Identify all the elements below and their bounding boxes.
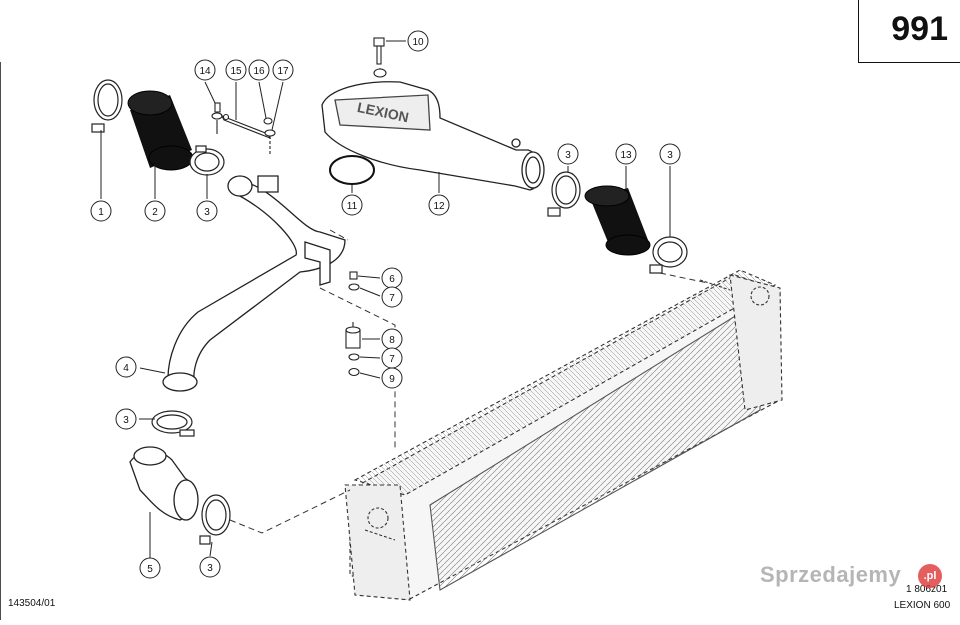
leader-lines	[100, 40, 671, 558]
svg-text:16: 16	[253, 66, 265, 77]
callout-7a: 7	[381, 286, 403, 308]
callout-8: 8	[381, 328, 403, 350]
svg-text:9: 9	[389, 374, 395, 385]
callout-3b: 3	[115, 408, 137, 430]
document-id-right: 1 806z01	[906, 584, 948, 595]
charge-air-pipe-4	[162, 175, 346, 392]
rubber-mount-8	[345, 322, 361, 349]
svg-text:4: 4	[123, 363, 129, 374]
hose-clamp-3b	[151, 410, 195, 437]
callout-4: 4	[115, 356, 137, 378]
callout-17: 17	[272, 59, 294, 81]
svg-text:5: 5	[147, 564, 153, 575]
svg-text:6: 6	[389, 274, 395, 285]
watermark-text: Sprzedajemy	[760, 562, 902, 587]
intake-housing-12: LEXION	[321, 81, 545, 191]
hose-coupling-2	[127, 90, 194, 171]
intercooler	[344, 269, 783, 601]
bolt-washer-14	[211, 102, 223, 134]
hose-clamp-1	[91, 79, 123, 133]
bolt-6	[349, 271, 358, 280]
callout-13: 13	[615, 143, 637, 165]
elbow-hose-5	[129, 446, 199, 521]
washer-16	[263, 117, 273, 125]
callout-6: 6	[381, 267, 403, 289]
svg-text:10: 10	[412, 37, 424, 48]
callout-9: 9	[381, 367, 403, 389]
callout-3d: 3	[557, 143, 579, 165]
svg-text:11: 11	[347, 201, 358, 212]
svg-text:1: 1	[98, 207, 104, 218]
callout-3e: 3	[659, 143, 681, 165]
document-id-left: 143504/01	[8, 598, 56, 609]
svg-text:3: 3	[667, 150, 673, 161]
svg-text:3: 3	[565, 150, 571, 161]
callout-15: 15	[225, 59, 247, 81]
hose-coupling-13	[584, 185, 651, 256]
callout-10: 10	[407, 30, 429, 52]
svg-text:13: 13	[620, 150, 632, 161]
callout-11: 11	[341, 194, 363, 216]
assembly-lines	[229, 58, 709, 534]
svg-text:7: 7	[389, 354, 395, 365]
callout-14: 14	[194, 59, 216, 81]
bolt-10	[373, 37, 387, 78]
svg-text:7: 7	[389, 293, 395, 304]
hose-clamp-3e	[649, 236, 688, 274]
nut-9	[348, 367, 360, 377]
callout-3a: 3	[196, 200, 218, 222]
svg-text:12: 12	[433, 201, 445, 212]
model-name: LEXION 600	[894, 600, 951, 611]
svg-text:17: 17	[277, 66, 289, 77]
hose-clamp-3d	[547, 171, 581, 217]
svg-text:14: 14	[199, 66, 211, 77]
watermark-badge: .pl	[918, 564, 942, 588]
callout-16: 16	[248, 59, 270, 81]
strap-15	[220, 113, 272, 140]
nut-17	[264, 129, 276, 156]
svg-text:8: 8	[389, 335, 395, 346]
svg-text:3: 3	[207, 563, 213, 574]
callout-12: 12	[428, 194, 450, 216]
callout-2: 2	[144, 200, 166, 222]
svg-text:2: 2	[152, 207, 158, 218]
svg-text:15: 15	[230, 66, 242, 77]
page-number-box	[858, 0, 960, 63]
hose-clamp-3a	[189, 145, 225, 176]
callout-1: 1	[90, 200, 112, 222]
callouts: 1 2 3 4 3 5 3 6 7 8 7 9 10 11 12 3 13 3 …	[90, 30, 681, 579]
washer-7a	[348, 283, 360, 291]
callout-5: 5	[139, 557, 161, 579]
washer-7b	[348, 353, 360, 361]
hose-clamp-3c	[199, 494, 231, 545]
callout-7b: 7	[381, 347, 403, 369]
callout-3c: 3	[199, 556, 221, 578]
svg-text:3: 3	[123, 415, 129, 426]
svg-text:3: 3	[204, 207, 210, 218]
o-ring-11	[329, 155, 375, 185]
page-number: 991	[891, 10, 948, 48]
